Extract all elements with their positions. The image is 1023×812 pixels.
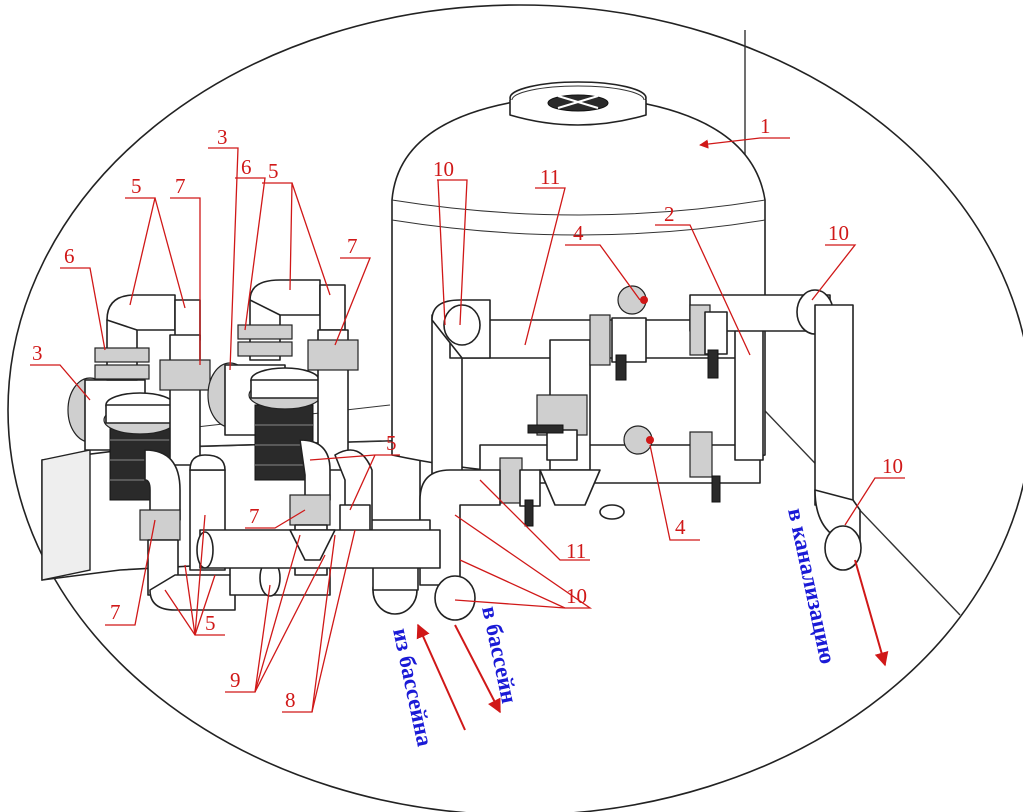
- callout-6-left: 6: [64, 244, 75, 268]
- flow-label-from-pool: из бассейна: [388, 626, 438, 749]
- callout-5-middle: 5: [386, 431, 397, 455]
- callout-1: 1: [760, 114, 771, 138]
- callout-11-bottom: 11: [566, 539, 586, 563]
- flow-arrows: [416, 559, 889, 731]
- leader-lines: [30, 137, 905, 713]
- callout-10-far-right: 10: [882, 454, 903, 478]
- callout-5-upper-right: 5: [268, 159, 279, 183]
- callout-6-right: 6: [241, 155, 252, 179]
- callout-3-right: 3: [217, 125, 228, 149]
- callout-7-upper-right: 7: [347, 234, 358, 258]
- callout-5-lower: 5: [205, 611, 216, 635]
- callout-10-top: 10: [433, 157, 454, 181]
- manifold-valves: [499, 285, 728, 527]
- callout-7-middle: 7: [249, 504, 260, 528]
- callout-3-left: 3: [32, 341, 43, 365]
- room-boundary-ellipse: [7, 4, 1023, 812]
- callout-numbers: 1 2 3 3 4 4 5 5 5 5 6 6 7 7 7 7 8 9 10 1…: [32, 114, 903, 712]
- pump-right: [207, 279, 373, 576]
- callout-2: 2: [664, 202, 675, 226]
- callout-9: 9: [230, 668, 241, 692]
- flow-label-to-pool: в бассейн: [477, 604, 522, 706]
- callout-5-upper-left: 5: [131, 174, 142, 198]
- callout-10-right: 10: [828, 221, 849, 245]
- callout-7-lower: 7: [110, 600, 121, 624]
- callout-4-lower: 4: [675, 515, 686, 539]
- callout-4-upper: 4: [573, 221, 584, 245]
- callout-7-upper-left: 7: [175, 174, 186, 198]
- callout-8: 8: [285, 688, 296, 712]
- collector-header: [196, 529, 441, 569]
- callout-10-bottom: 10: [566, 584, 587, 608]
- callout-11-top: 11: [540, 165, 560, 189]
